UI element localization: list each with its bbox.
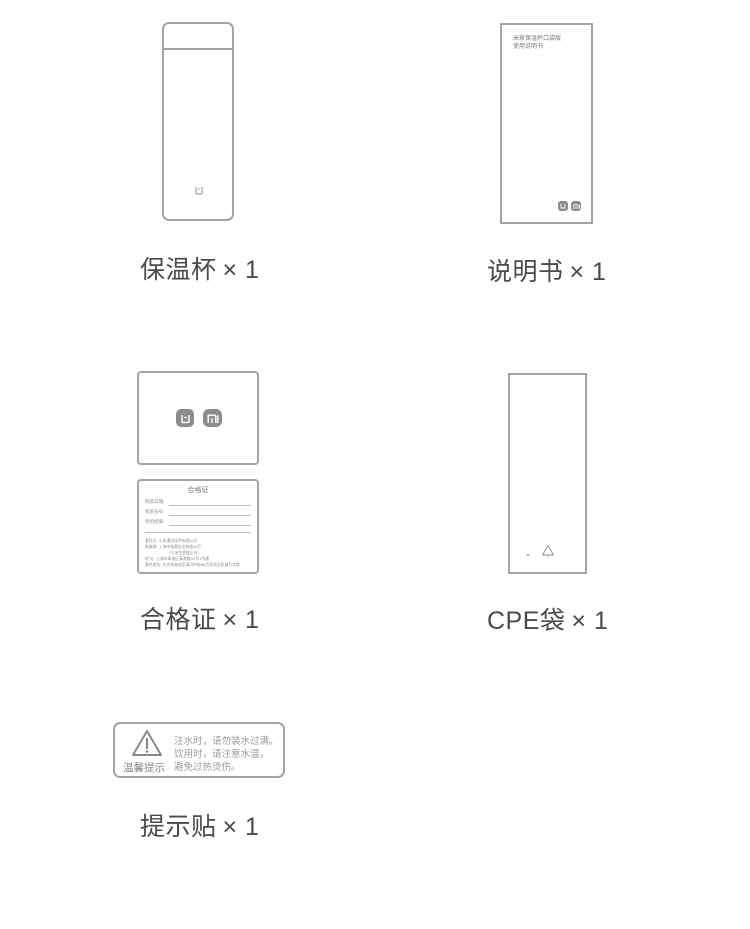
certificate-row-result: 检验结果: (145, 520, 165, 525)
mijia-badge-icon (176, 409, 194, 427)
certificate-form-title: 合格证 (187, 486, 209, 494)
sticker-text-line: 避免过热烫伤。 (174, 762, 241, 773)
certificate-footer-line: 制造商: 上海市铭意实业有限公司 (145, 544, 201, 549)
manual-cover-title: 米家保温杯口袋版 使用说明书 (513, 35, 561, 51)
certificate-separator (145, 532, 251, 533)
thermos-lid-line (164, 48, 232, 50)
mijia-logo-icon (195, 187, 203, 195)
certificate-caption: 合格证× 1 (140, 600, 259, 636)
manual-cover-title-line1: 米家保温杯口袋版 (513, 35, 562, 42)
cpe-bag-qty: × 1 (571, 607, 609, 635)
sticker-side-label: 温馨提示 (123, 762, 165, 774)
sticker-text-line: 注水时，请勿装水过满。 (174, 736, 279, 747)
certificate-footer-line: （小米生态链企业） (167, 550, 202, 555)
certificate-form-illustration: 合格证 制造日期: 检验员号: 检验结果: 委托方: 小米通讯技术有限公司 制造… (137, 479, 259, 574)
certificate-row-inspector: 检验员号: (145, 510, 165, 515)
sticker-caption: 提示贴× 1 (140, 807, 259, 843)
manual-caption: 说明书× 1 (487, 252, 606, 288)
sticker-text-line: 饮用时，请注意水温， (174, 749, 270, 760)
thermos-caption: 保温杯× 1 (140, 250, 259, 286)
cpe-bag-caption: CPE袋× 1 (487, 601, 608, 637)
manual-cover-title-line2: 使用说明书 (513, 43, 544, 50)
cpe-bag-illustration (508, 373, 587, 574)
bag-dot (527, 554, 529, 556)
certificate-row-date: 制造日期: (145, 500, 165, 505)
sticker-label: 提示贴 (140, 812, 217, 841)
manual-label: 说明书 (487, 257, 564, 286)
thermos-illustration (162, 22, 234, 221)
thermos-label: 保温杯 (140, 255, 217, 284)
certificate-row-line (169, 505, 251, 506)
mi-badge-icon (571, 201, 581, 211)
manual-illustration: 米家保温杯口袋版 使用说明书 (500, 23, 593, 224)
cpe-bag-label-latin: CPE (487, 607, 540, 635)
certificate-footer-line: 委托地址: 北京市海淀区清河中街68号华润五彩城写字楼 (145, 562, 240, 567)
mijia-badge-icon (558, 201, 568, 211)
cpe-bag-label-cjk: 袋 (539, 606, 566, 635)
sticker-qty: × 1 (222, 813, 260, 841)
certificate-qty: × 1 (222, 606, 260, 634)
manual-qty: × 1 (569, 258, 607, 286)
warning-sticker-illustration: 温馨提示 注水时，请勿装水过满。 饮用时，请注意水温， 避免过热烫伤。 (113, 722, 285, 778)
recycle-icon (541, 544, 555, 558)
certificate-row-line (169, 525, 251, 526)
thermos-qty: × 1 (222, 256, 260, 284)
certificate-cover-illustration (137, 371, 259, 465)
certificate-label: 合格证 (140, 605, 217, 634)
warning-triangle-icon (132, 730, 162, 756)
mi-badge-icon (203, 409, 222, 427)
certificate-footer-line: 委托方: 小米通讯技术有限公司 (145, 538, 197, 543)
certificate-footer-line: 地 址: 上海市奉贤区青港路93号1号楼 (145, 556, 210, 561)
certificate-row-line (169, 515, 251, 516)
